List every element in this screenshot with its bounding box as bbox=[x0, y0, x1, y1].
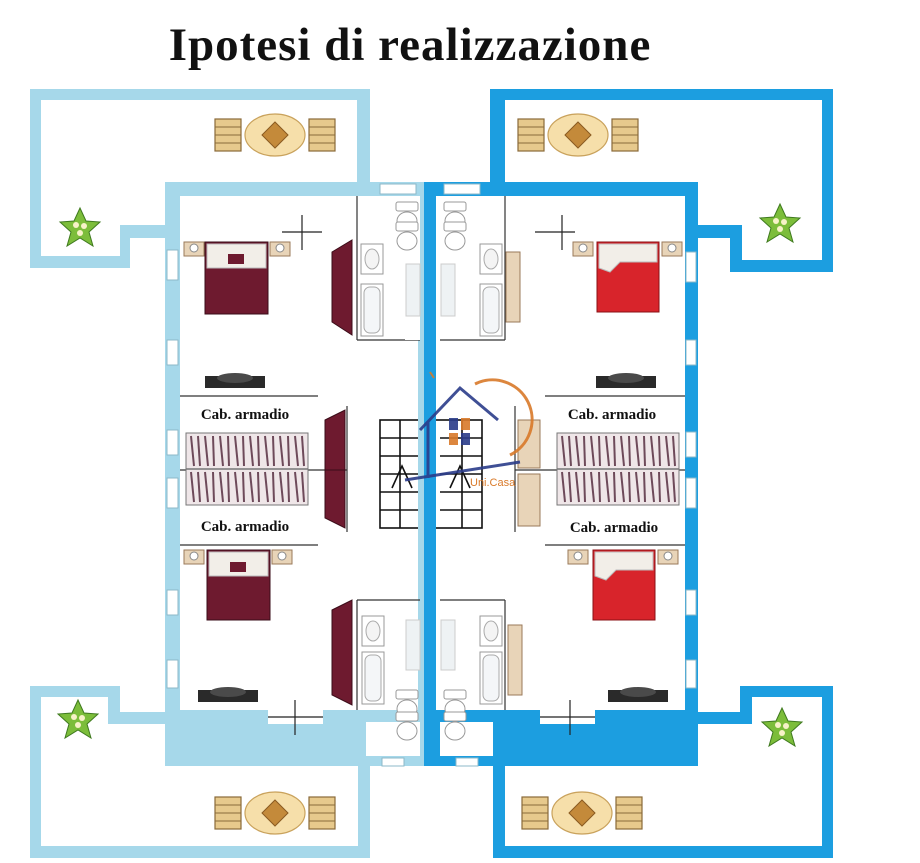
wardrobe-left bbox=[185, 432, 309, 506]
bed-bottom-left bbox=[183, 549, 293, 621]
closet-label-top-left: Cab. armadio bbox=[201, 407, 289, 423]
lounge-set-top-right bbox=[517, 113, 639, 157]
bathroom-top-left bbox=[360, 196, 421, 340]
logo-text: Uni.Casa bbox=[470, 477, 516, 489]
bed-top-right bbox=[572, 241, 683, 313]
bathroom-bottom-left bbox=[361, 615, 421, 741]
bed-top-left bbox=[183, 241, 291, 315]
lounge-set-top-left bbox=[214, 113, 336, 157]
lounge-set-bottom-right bbox=[521, 791, 643, 835]
closet-label-top-right: Cab. armadio bbox=[568, 407, 656, 423]
closet-label-bottom-right: Cab. armadio bbox=[570, 520, 658, 536]
wardrobe-right bbox=[556, 432, 680, 506]
bathroom-bottom-right bbox=[440, 615, 503, 741]
page-title: Ipotesi di realizzazione bbox=[168, 19, 652, 71]
closet-label-bottom-left: Cab. armadio bbox=[201, 519, 289, 535]
bathroom-top-right bbox=[440, 201, 503, 337]
house-logo-icon bbox=[404, 371, 534, 482]
lounge-set-bottom-left bbox=[214, 791, 336, 835]
bed-bottom-right bbox=[567, 549, 679, 621]
